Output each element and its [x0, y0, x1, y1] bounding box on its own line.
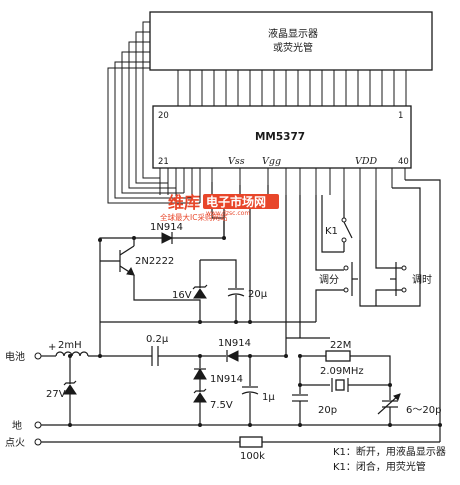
label-cap-20u: 20μ — [248, 289, 268, 300]
chip-name: MM5377 — [255, 131, 305, 143]
chip-pin-20: 20 — [158, 111, 169, 121]
wire-btn-common — [359, 240, 376, 307]
button-hour-adjust — [375, 200, 407, 306]
chip-pin-21: 21 — [158, 157, 169, 167]
chip-pin-40: 40 — [398, 157, 409, 167]
watermark-slogan: 全球最大IC采购网站 — [160, 212, 228, 222]
diode-1n914-low — [193, 368, 207, 380]
zener-27v — [63, 380, 77, 386]
label-1n914-mid: 1N914 — [218, 338, 251, 349]
watermark-banner-bg — [203, 194, 279, 209]
label-zener-16v: 16V — [172, 290, 192, 301]
watermark-banner: 电子市场网 — [206, 194, 266, 209]
label-btn-min: 调分 — [319, 274, 339, 286]
wire-emitter — [133, 290, 201, 322]
watermark-logo: 维库 — [168, 193, 200, 212]
label-1n914-top: 1N914 — [150, 222, 183, 233]
label-trim-cap: 6～20p — [406, 405, 441, 416]
resistor-100k — [239, 436, 263, 448]
zener-16v — [193, 288, 207, 299]
label-cap-1u: 1μ — [262, 392, 275, 403]
note-line-1: K1：断开，用液晶显示器 — [333, 445, 446, 458]
chip-vgg: Vgg — [262, 156, 281, 167]
diode-1n914-mid — [226, 350, 239, 362]
display-chip-pins — [177, 70, 407, 106]
label-2n2222: 2N2222 — [135, 256, 174, 267]
wire-k1 — [321, 195, 344, 253]
label-crystal: 2.09MHz — [320, 366, 364, 377]
label-zener-75v: 7.5V — [210, 400, 233, 411]
watermark-url: www.dzsc.com — [206, 210, 250, 217]
inductor-2mh — [55, 351, 89, 357]
label-k1: K1 — [325, 226, 338, 237]
display-box — [149, 11, 433, 71]
switch-k1 — [341, 200, 353, 252]
button-min-adjust — [315, 195, 358, 322]
label-battery: 电池 — [5, 350, 25, 363]
label-btn-hour: 调时 — [412, 274, 432, 286]
terminal-ignition — [34, 438, 42, 446]
chip-vss: Vss — [228, 156, 245, 167]
label-plus: + — [48, 342, 56, 353]
vdd-wire — [405, 179, 441, 442]
chip-mm5377 — [152, 105, 412, 169]
wire-btn-right — [376, 187, 421, 307]
diode-1n914-top — [161, 232, 174, 244]
label-1n914-low: 1N914 — [210, 374, 243, 385]
label-zener-27v: 27V — [46, 389, 66, 400]
label-inductor: 2mH — [58, 340, 82, 351]
zener-75v — [193, 388, 207, 394]
transistor-2n2222 — [100, 238, 135, 290]
watermark: 维库 电子市场网 www.dzsc.com 全球最大IC采购网站 — [160, 193, 279, 222]
display-label-1: 液晶显示器 — [268, 27, 318, 40]
resistor-22m — [325, 350, 351, 362]
label-res-100k: 100k — [240, 451, 265, 462]
label-res-22m: 22M — [330, 340, 351, 351]
note-line-2: K1：闭合，用荧光管 — [333, 460, 426, 473]
terminal-ground — [34, 421, 42, 429]
label-ignition: 点火 — [5, 437, 25, 449]
terminal-battery — [34, 352, 42, 360]
display-label-2: 或荧光管 — [273, 41, 313, 54]
wire-top-left — [99, 237, 162, 240]
chip-pin-1: 1 — [398, 111, 403, 121]
chip-vdd: VDD — [355, 156, 377, 167]
wire-cap20u — [200, 259, 237, 288]
label-ground: 地 — [12, 419, 22, 432]
label-cap-02u: 0.2μ — [146, 334, 169, 345]
chip-bottom-pins — [159, 168, 406, 240]
label-cap-20p: 20p — [318, 405, 337, 416]
